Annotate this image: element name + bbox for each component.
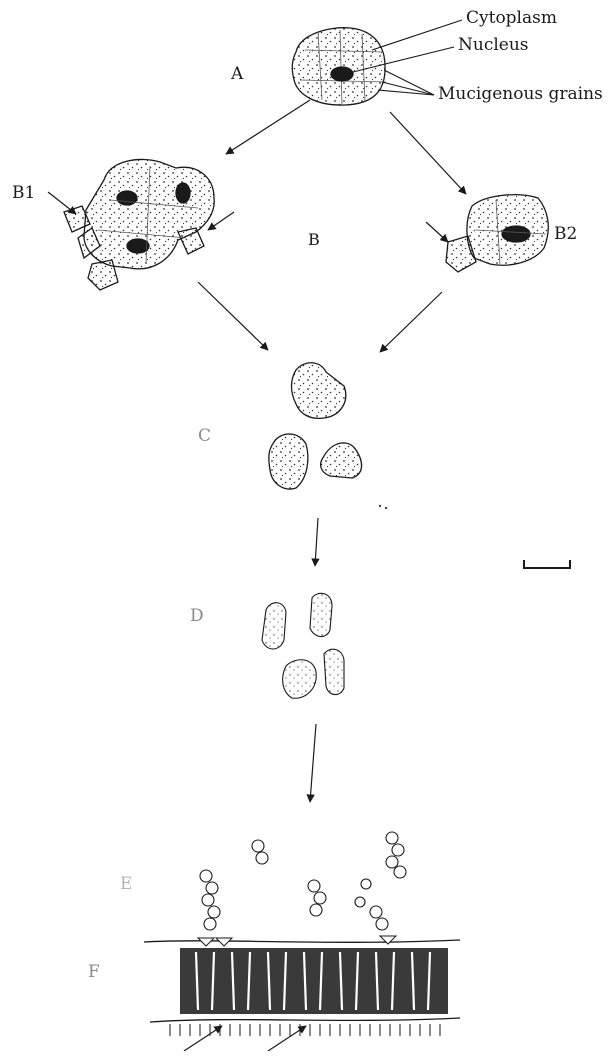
label-stage-b: B [308,232,320,248]
label-stage-c: C [198,428,211,445]
label-stage-e: E [120,876,132,893]
stage-b2-cell-cluster [446,195,548,272]
label-mucigenous-grains: Mucigenous grains [438,86,603,103]
stage-b1-cell-cluster [64,159,214,290]
label-stage-b1: B1 [12,185,35,202]
label-stage-b2: B2 [554,226,577,243]
label-stage-f: F [88,964,100,981]
stage-d-cells [262,593,344,698]
label-stage-d: D [190,608,204,625]
label-nucleus: Nucleus [458,37,529,54]
stage-f-epithelium [144,936,460,1036]
label-stage-a: A [231,66,243,83]
label-cytoplasm: Cytoplasm [466,10,557,27]
stage-c-cells [269,363,362,489]
scale-bar [524,560,570,568]
stage-a-cell [292,28,386,105]
stage-e-cells [200,832,406,930]
speck-marks [379,505,387,509]
